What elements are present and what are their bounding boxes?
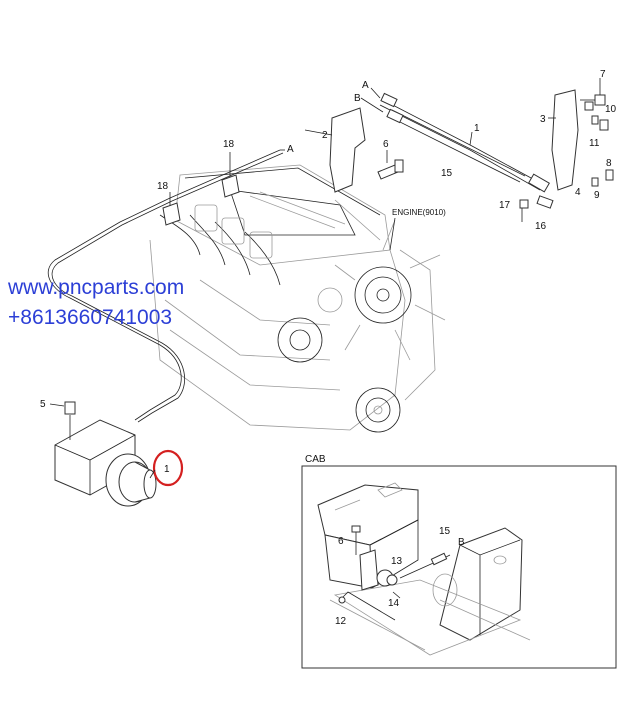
callout-2: 2 bbox=[322, 130, 328, 141]
callout-13: 13 bbox=[391, 556, 403, 567]
callout-9: 9 bbox=[594, 190, 600, 201]
callout-5: 5 bbox=[40, 399, 46, 410]
callout-18-a: 18 bbox=[223, 139, 235, 150]
callout-18-b: 18 bbox=[157, 181, 169, 192]
callout-1-circled: 1 bbox=[164, 464, 170, 475]
callout-B-top: B bbox=[354, 93, 361, 104]
inset-frame bbox=[301, 465, 617, 669]
callout-8: 8 bbox=[606, 158, 612, 169]
watermark-url: www.pncparts.com bbox=[8, 276, 185, 299]
callout-7: 7 bbox=[600, 69, 606, 80]
linkage-assembly bbox=[280, 78, 614, 251]
callout-12: 12 bbox=[335, 616, 347, 627]
callout-A-top: A bbox=[362, 80, 369, 91]
callout-11: 11 bbox=[589, 138, 600, 149]
callout-6-cab: 6 bbox=[338, 536, 344, 547]
callout-labels: 1 2 3 4 5 6 7 8 9 10 11 15 16 17 18 18 A… bbox=[40, 69, 617, 627]
inset-title: CAB bbox=[305, 454, 326, 465]
engine-block bbox=[149, 164, 446, 433]
callout-1-top: 1 bbox=[474, 123, 480, 134]
callout-15-top: 15 bbox=[441, 168, 453, 179]
callout-4: 4 bbox=[575, 187, 581, 198]
throttle-cable bbox=[48, 149, 284, 423]
highlight-circle bbox=[152, 449, 184, 487]
callout-14: 14 bbox=[388, 598, 400, 609]
callout-A-engine: A bbox=[287, 144, 294, 155]
callout-B-cab: B bbox=[458, 537, 465, 548]
cable-clamps bbox=[162, 152, 240, 226]
engine-label: ENGINE(9010) bbox=[392, 208, 446, 217]
callout-15-cab: 15 bbox=[439, 526, 451, 537]
watermark-phone: +8613660741003 bbox=[8, 306, 173, 329]
callout-3: 3 bbox=[540, 114, 546, 125]
callout-6-top: 6 bbox=[383, 139, 389, 150]
actuator-motor bbox=[49, 401, 157, 507]
callout-16: 16 bbox=[535, 221, 547, 232]
callout-10: 10 bbox=[605, 104, 617, 115]
cab-inset bbox=[301, 465, 617, 669]
callout-17: 17 bbox=[499, 200, 511, 211]
